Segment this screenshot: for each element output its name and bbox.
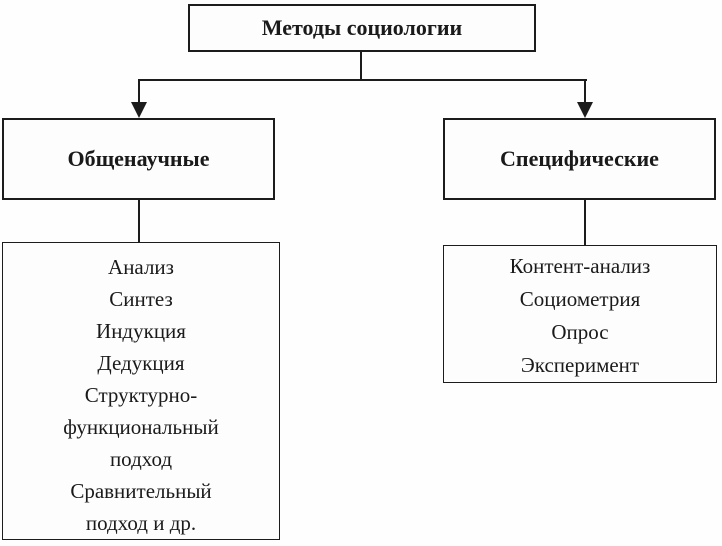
connector-drop-left: [138, 79, 140, 104]
list-item: Дедукция: [97, 351, 185, 375]
branch-node-specific: Специфические: [443, 118, 716, 200]
root-node-label: Методы социологии: [261, 15, 463, 40]
list-item: Контент-анализ: [509, 254, 651, 278]
list-item: Эксперимент: [520, 353, 640, 377]
list-item: Сравнительный подход и др.: [70, 479, 212, 535]
list-item: Синтез: [109, 287, 173, 311]
arrow-down-icon: [577, 102, 593, 118]
list-item: Анализ: [108, 255, 174, 279]
branch-node-label: Общенаучные: [67, 146, 210, 171]
connector-title-stem: [360, 52, 362, 81]
connector-drop-right: [584, 79, 586, 104]
list-item: Опрос: [551, 320, 609, 344]
root-node-methods-of-sociology: Методы социологии: [188, 4, 536, 52]
branch-node-general-scientific: Общенаучные: [2, 118, 275, 200]
connector-left-list: [138, 200, 140, 243]
connector-branch-bar: [138, 79, 587, 81]
arrow-down-icon: [131, 102, 147, 118]
connector-right-list: [584, 200, 586, 246]
list-item: Структурно-функциональный подход: [63, 383, 219, 471]
branch-node-label: Специфические: [500, 146, 659, 171]
list-item: Социометрия: [519, 287, 641, 311]
list-item: Индукция: [96, 319, 186, 343]
